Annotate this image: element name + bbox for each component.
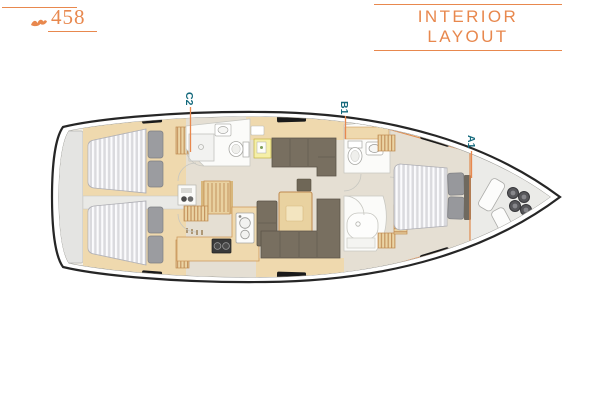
burner-icon bbox=[222, 242, 230, 250]
hanse-bird-icon bbox=[31, 19, 47, 27]
gauge-icon bbox=[187, 196, 194, 202]
pillow bbox=[447, 172, 465, 196]
pillow bbox=[447, 196, 465, 220]
plant-icon bbox=[260, 146, 263, 149]
title-block: INTERIOR LAYOUT bbox=[374, 4, 562, 51]
gauge-icon bbox=[181, 196, 187, 202]
sofa-starboard bbox=[260, 198, 341, 259]
shower-drain-icon bbox=[198, 144, 204, 150]
sofa-cushion-seams bbox=[289, 139, 335, 166]
fender-icon bbox=[523, 207, 529, 213]
deck-hatch-inner bbox=[250, 125, 265, 136]
pillow bbox=[147, 160, 164, 188]
stair-rail bbox=[230, 181, 233, 214]
table-leaf bbox=[285, 205, 304, 222]
hanging-locker bbox=[377, 232, 396, 249]
aft-cabin-starboard bbox=[87, 200, 164, 266]
step-treads bbox=[207, 183, 229, 212]
toilet-tank-icon bbox=[347, 140, 363, 149]
door-swing bbox=[185, 147, 205, 167]
island-berth-mattress bbox=[393, 163, 448, 231]
hanging-locker bbox=[377, 134, 396, 152]
headboard bbox=[464, 175, 471, 220]
sink-basin-icon bbox=[217, 126, 229, 134]
toilet-bowl-icon bbox=[350, 150, 360, 162]
shower-step bbox=[346, 237, 376, 249]
companionway bbox=[177, 162, 233, 235]
fender-icon bbox=[512, 203, 518, 209]
aft-cabin-port bbox=[87, 128, 164, 194]
header-left-rule bbox=[2, 7, 77, 8]
fender-icon bbox=[510, 190, 516, 196]
interior bbox=[59, 116, 550, 278]
pillow bbox=[147, 235, 164, 264]
brand-logo: 458 bbox=[30, 6, 86, 28]
shower-drain-icon bbox=[355, 221, 361, 227]
faucet-icon bbox=[238, 215, 242, 218]
door-swing bbox=[344, 195, 365, 216]
galley bbox=[176, 206, 260, 262]
mast-post-seat bbox=[296, 178, 312, 192]
sofa-cushion-seams bbox=[279, 232, 318, 257]
label-c2: C2 bbox=[183, 92, 195, 106]
label-a1: A1 bbox=[465, 135, 477, 149]
toilet-bowl-icon bbox=[231, 144, 241, 154]
locker-shelf bbox=[183, 205, 209, 222]
toilet-tank-icon bbox=[242, 141, 250, 158]
stair-rail bbox=[201, 181, 204, 214]
panel-display-icon bbox=[181, 188, 192, 193]
cabin-labels: C2 B1 A1 bbox=[183, 92, 477, 178]
port-saloon-cabinets bbox=[246, 116, 344, 140]
door-swing bbox=[177, 162, 197, 182]
fenders bbox=[507, 187, 532, 216]
saloon bbox=[250, 125, 341, 259]
page-title: INTERIOR LAYOUT bbox=[417, 7, 519, 46]
pillow bbox=[147, 206, 164, 234]
bow-locker bbox=[469, 151, 532, 244]
brand-underline bbox=[48, 31, 97, 32]
stowed-sail bbox=[478, 178, 505, 212]
sink-basin-icon bbox=[240, 229, 250, 240]
sink-basin-icon bbox=[239, 217, 251, 229]
model-number: 458 bbox=[51, 5, 86, 29]
door-swing bbox=[343, 173, 362, 192]
berth-mattress bbox=[87, 128, 147, 194]
sofa-port bbox=[271, 137, 337, 177]
pillow bbox=[147, 130, 164, 159]
shower-tray bbox=[188, 133, 215, 162]
door-swing bbox=[177, 213, 197, 233]
berth-mattress bbox=[87, 200, 147, 266]
fender-icon bbox=[521, 194, 527, 200]
burner-icon bbox=[213, 242, 222, 250]
label-b1: B1 bbox=[338, 101, 350, 115]
shower-seat bbox=[346, 212, 379, 240]
aft-head bbox=[185, 118, 251, 167]
